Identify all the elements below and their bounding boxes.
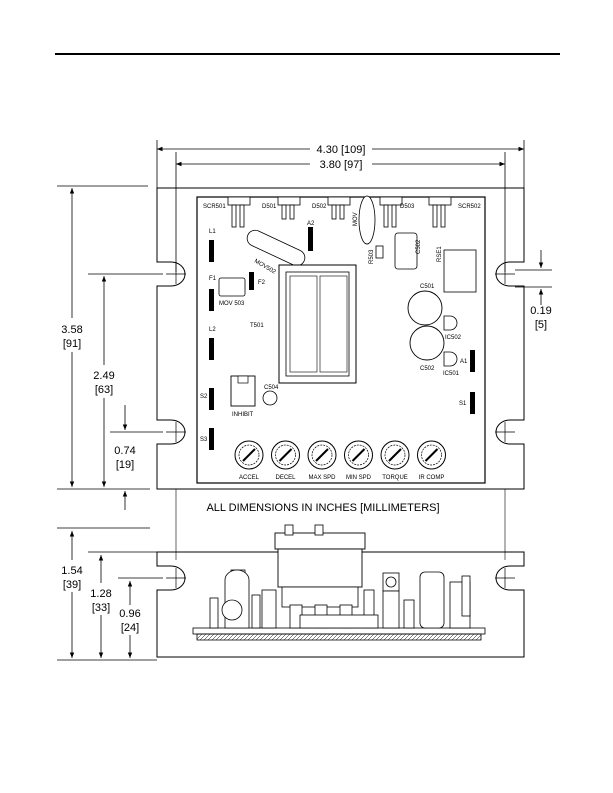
fuse-f1 <box>209 289 214 311</box>
side-transformer-top <box>274 532 366 550</box>
label-scr502: SCR502 <box>458 204 481 210</box>
trimpot-label: DECEL <box>275 475 296 481</box>
label-a2: A2 <box>307 221 315 227</box>
trimpot-max-spd: MAX SPD <box>307 440 337 481</box>
label-l1: L1 <box>209 229 216 235</box>
side-transformer-body <box>277 548 363 588</box>
jumper-a1 <box>470 350 475 372</box>
label-l2: L2 <box>209 327 216 333</box>
capacitor-c504 <box>262 390 278 406</box>
dim-side-mid: 1.28 <box>90 588 111 600</box>
mov502 <box>246 229 306 267</box>
label-f2: F2 <box>258 280 266 286</box>
trimpot-accel: ACCEL <box>234 440 264 481</box>
top-devices <box>227 196 452 228</box>
dim-mount-width: 3.80 [97] <box>320 159 363 171</box>
label-d502: D502 <box>312 204 327 210</box>
trimpot-min-spd: MIN SPD <box>344 440 373 481</box>
label-scr501: SCR501 <box>203 204 226 210</box>
switch-s1 <box>470 392 475 414</box>
mov-vertical <box>358 195 376 245</box>
fuse-f2 <box>249 272 254 290</box>
resistor-r503 <box>375 245 384 259</box>
capacitor-c502 <box>409 325 445 361</box>
top-view: SCR501 D501 D502 D503 SCR502 MOV A2 L1 M… <box>156 140 525 490</box>
dim-side-height-mm: [39] <box>63 579 81 591</box>
label-ic501: IC501 <box>443 371 460 377</box>
chassis-outline <box>156 187 525 490</box>
side-view <box>57 489 525 661</box>
mov503 <box>218 277 246 297</box>
switch-s2 <box>209 388 214 410</box>
label-d501: D501 <box>262 204 277 210</box>
ic501 <box>443 351 458 367</box>
trimpot-ir-comp: IR COMP <box>417 440 446 481</box>
terminal-strip <box>196 633 482 641</box>
relay-rse1 <box>443 249 477 293</box>
capacitor-c501 <box>407 290 443 326</box>
label-c502-top: C502 <box>416 239 422 254</box>
dimensions-side <box>57 531 163 661</box>
dim-mount-height: 2.49 <box>93 370 114 382</box>
base-plate <box>192 627 486 635</box>
dim-slot-width-mm: [5] <box>535 319 547 331</box>
label-mov: MOV <box>353 212 359 226</box>
label-t501: T501 <box>250 323 264 329</box>
label-ic502: IC502 <box>445 335 462 341</box>
jumper-l1 <box>209 240 214 262</box>
label-inhibit: INHIBIT <box>232 412 254 418</box>
label-r503: R503 <box>369 249 375 264</box>
dim-side-low-mm: [24] <box>121 622 139 634</box>
trimpot-label: IR COMP <box>419 475 445 481</box>
trimpots: ACCEL DECEL MAX SPD MIN SPD TORQUE IR COMP <box>234 440 446 481</box>
ic502 <box>443 315 458 331</box>
dim-slot-offset: 0.74 <box>114 445 135 457</box>
dim-slot-offset-mm: [19] <box>116 459 134 471</box>
label-s2: S2 <box>200 394 208 400</box>
dim-overall-height-mm: [91] <box>63 338 81 350</box>
capacitor-c502-top <box>394 232 418 270</box>
trimpot-label: TORQUE <box>382 475 408 481</box>
dim-side-height: 1.54 <box>61 565 82 577</box>
dimensions-top <box>57 146 552 529</box>
label-a1: A1 <box>460 359 468 365</box>
dim-side-mid-mm: [33] <box>92 602 110 614</box>
dim-overall-height: 3.58 <box>61 324 82 336</box>
dim-mount-height-mm: [63] <box>95 384 113 396</box>
trimpot-label: ACCEL <box>239 475 260 481</box>
trimpot-decel: DECEL <box>271 440 300 481</box>
label-d503: D503 <box>400 204 415 210</box>
trimpot-torque: TORQUE <box>380 440 410 481</box>
side-components <box>209 569 471 629</box>
dim-side-low: 0.96 <box>119 608 140 620</box>
transformer-t501 <box>278 264 357 384</box>
label-s3: S3 <box>200 437 208 443</box>
side-chassis-outline <box>156 551 525 658</box>
label-f1: F1 <box>209 276 217 282</box>
trimpot-label: MIN SPD <box>346 475 372 481</box>
label-c502: C502 <box>420 366 435 372</box>
switch-s3 <box>209 428 214 450</box>
label-s1: S1 <box>459 401 467 407</box>
trimpot-label: MAX SPD <box>308 475 336 481</box>
label-rse1: RSE1 <box>437 246 443 262</box>
jumper-a2 <box>308 227 313 251</box>
label-c501: C501 <box>420 284 435 290</box>
dim-overall-width: 4.30 [109] <box>317 144 366 156</box>
jumper-l2 <box>209 338 214 360</box>
label-mov503: MOV 503 <box>219 301 245 307</box>
label-c504: C504 <box>264 385 279 391</box>
dimensions-caption: ALL DIMENSIONS IN INCHES [MILLIMETERS] <box>206 502 439 514</box>
dim-slot-width: 0.19 <box>530 305 551 317</box>
